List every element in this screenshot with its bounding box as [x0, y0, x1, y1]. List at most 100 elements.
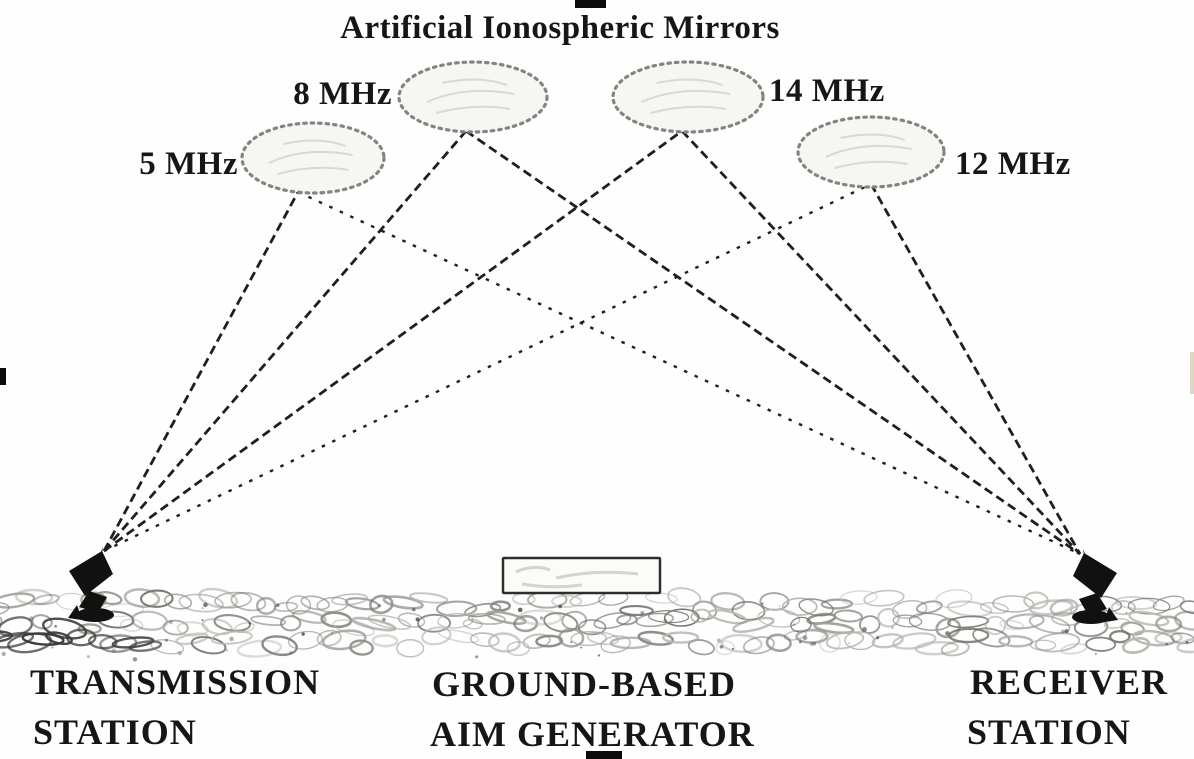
ground-scribble — [644, 592, 678, 604]
ground-scribble — [892, 614, 923, 628]
ground-scribble — [940, 640, 970, 657]
ground-scribble — [321, 629, 367, 651]
ground-speckle — [848, 642, 850, 645]
ground-speckle — [201, 619, 204, 622]
ground-scribble — [255, 596, 277, 615]
ground-speckle — [177, 650, 183, 656]
ground-scribble — [667, 587, 702, 608]
ground-scribble — [140, 589, 174, 608]
ground-speckle — [51, 646, 54, 649]
ground-scribble — [1029, 599, 1074, 616]
ground-scribble — [731, 601, 766, 621]
ground-scribble — [250, 615, 287, 626]
ground-scribble — [1110, 600, 1137, 616]
ground-speckle — [798, 640, 802, 644]
ground-scribble — [45, 631, 73, 646]
beam-mirror-5mhz-to-receiver-station — [297, 190, 1081, 556]
ground-scribble — [273, 601, 299, 613]
ground-scribble — [946, 600, 993, 618]
ground-speckle — [330, 631, 333, 634]
ground-scribble — [163, 593, 193, 610]
ground-speckle — [663, 618, 667, 623]
ground-speckle — [225, 649, 228, 652]
ground-scribble — [577, 619, 607, 636]
ground-scribble — [300, 595, 331, 611]
ground-scribble — [908, 612, 951, 631]
mirror-5mhz-label: 5 MHz — [139, 146, 238, 182]
receiver-antenna-icon — [1072, 549, 1118, 624]
ground-scribble — [178, 593, 224, 613]
ground-speckle — [778, 605, 781, 608]
ground-speckle — [289, 650, 293, 655]
ground-speckle — [539, 616, 544, 620]
cloud-scribble — [840, 133, 905, 141]
ground-speckle — [945, 631, 950, 636]
cloud-scribble — [282, 139, 347, 147]
scan-artifact-top — [575, 0, 606, 8]
ground-scribble — [33, 593, 60, 606]
ground-scribble — [819, 633, 841, 653]
aim-generator-label: GROUND-BASED AIM GENERATOR — [430, 664, 754, 754]
transmission-station-label-line2: STATION — [33, 712, 197, 752]
ground-scribble — [1060, 643, 1088, 655]
ground-scribble — [462, 618, 483, 630]
ground-scribble — [1114, 595, 1158, 610]
ground-scribble — [759, 592, 790, 611]
ground-speckle — [248, 621, 252, 625]
beam-mirror-8mhz-to-receiver-station — [465, 129, 1081, 556]
scan-artifact-left — [0, 368, 6, 385]
ground-scribble — [863, 589, 905, 607]
ground-scribble — [0, 631, 35, 649]
ground-scribble — [487, 632, 521, 653]
ground-scribble — [409, 592, 449, 604]
ground-scribble — [616, 614, 638, 626]
mirror-14mhz: 14 MHz — [611, 60, 884, 134]
ground-scribble — [781, 597, 818, 616]
ground-speckle — [132, 657, 138, 662]
ground-speckle — [802, 635, 808, 641]
ground-speckle — [415, 617, 420, 622]
mirror-12mhz: 12 MHz — [796, 115, 1070, 189]
ground-scribble — [619, 604, 654, 617]
ground-scribble — [522, 633, 551, 650]
cloud-scribble — [641, 89, 731, 103]
ground-speckle — [1125, 612, 1128, 614]
ground-speckle — [570, 641, 573, 644]
ground-scribble — [0, 630, 14, 644]
ground-speckle — [1, 651, 6, 657]
scan-artifact-right — [1190, 352, 1194, 394]
ground-scribble — [825, 631, 865, 650]
ground-scribble — [663, 608, 700, 627]
ground-speckle — [719, 644, 724, 649]
ground-speckle — [862, 627, 867, 632]
ground-scribble — [0, 614, 3, 630]
ground-speckle — [203, 602, 208, 608]
cloud-scribble — [426, 89, 515, 103]
cloud-scribble — [656, 78, 723, 86]
ground-scribble — [214, 591, 252, 609]
ground-speckle — [1185, 640, 1189, 644]
ground-scribble — [1028, 614, 1071, 634]
ground-scribble — [128, 640, 163, 652]
ground-speckle — [86, 655, 90, 659]
ground-scribble — [382, 595, 424, 610]
ground-speckle — [1064, 629, 1069, 634]
ground-speckle — [165, 638, 168, 642]
receiver-station-label: RECEIVER STATION — [967, 662, 1167, 752]
mirror-5mhz: 5 MHz — [139, 121, 386, 195]
ground-scribble — [543, 612, 579, 633]
ground-scribble — [1128, 610, 1170, 627]
ground-scribble — [839, 590, 878, 605]
ground-speckle — [111, 648, 117, 653]
ground-scribble — [558, 627, 585, 648]
ground-speckle — [875, 636, 880, 640]
ground-scribble — [551, 594, 583, 608]
ground-scribble — [150, 639, 185, 655]
cloud-scribble — [441, 78, 508, 86]
ground-scribble — [720, 633, 763, 654]
beam-transmission-station-to-mirror-5mhz — [102, 191, 300, 552]
ground-scribble — [586, 631, 620, 646]
ground-speckle — [580, 646, 583, 649]
beam-mirror-12mhz-to-receiver-station — [869, 183, 1082, 555]
